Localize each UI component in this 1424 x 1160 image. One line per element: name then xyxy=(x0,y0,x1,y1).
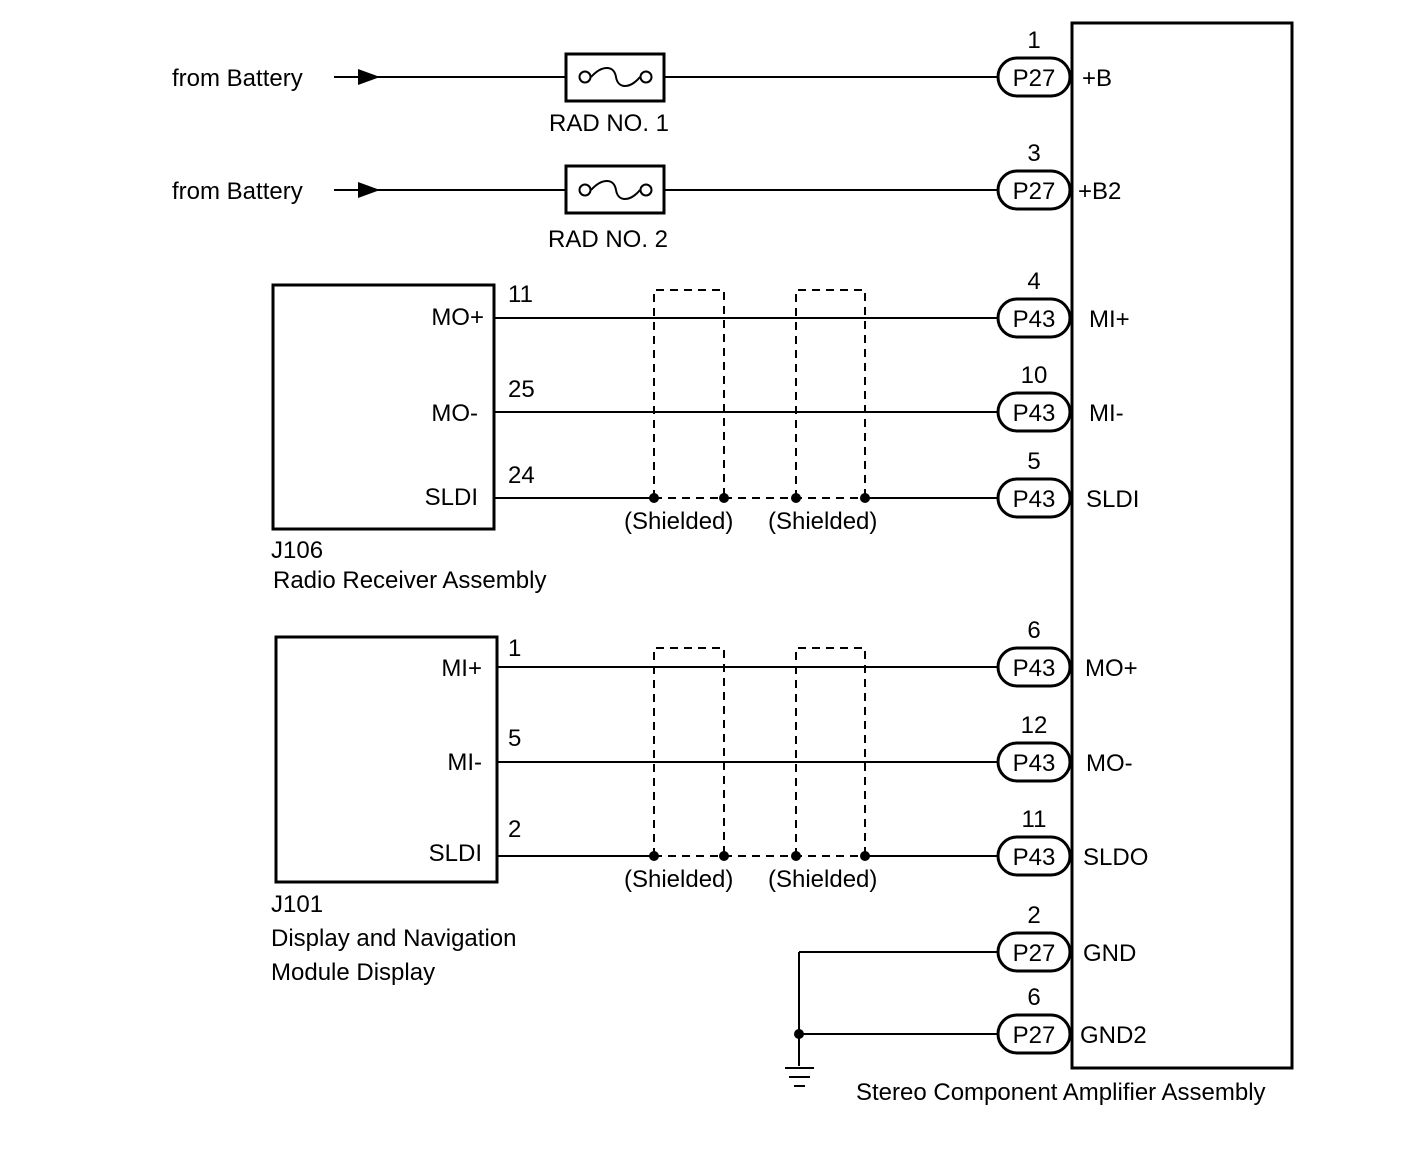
connector-badge xyxy=(996,477,1072,519)
pin-number: 12 xyxy=(1021,712,1048,739)
shield-label: (Shielded) xyxy=(768,508,877,535)
component-id: J106 xyxy=(271,537,323,564)
connector-badge xyxy=(996,741,1072,783)
shield-label: (Shielded) xyxy=(624,866,733,893)
radio-receiver: MO+ MO- SLDI 11 25 24 J106 Radio Receive… xyxy=(271,281,1000,594)
connector-code: P43 xyxy=(1013,750,1056,777)
arrow-icon xyxy=(358,69,380,85)
connector-code: P43 xyxy=(1013,400,1056,427)
pin-number: 6 xyxy=(1027,984,1040,1011)
pin-number: 2 xyxy=(1027,902,1040,929)
connector-code: P43 xyxy=(1013,844,1056,871)
connector-code: P43 xyxy=(1013,486,1056,513)
pin-number: 5 xyxy=(1027,448,1040,475)
pin-number: 4 xyxy=(1027,268,1040,295)
pin-label: SLDO xyxy=(1083,844,1148,871)
pin-label: MI+ xyxy=(441,655,482,682)
display-module: MI+ MI- SLDI 1 5 2 J101 Display and Navi… xyxy=(271,635,1000,986)
pin-number: 6 xyxy=(1027,617,1040,644)
pin-number: 11 xyxy=(1022,806,1047,833)
pin-number: 10 xyxy=(1021,362,1048,389)
pin-label: MI- xyxy=(447,749,482,776)
shield-outline xyxy=(795,289,866,498)
connector-code: P27 xyxy=(1013,178,1056,205)
pin-label: +B xyxy=(1082,65,1112,92)
shield-label: (Shielded) xyxy=(624,508,733,535)
arrow-icon xyxy=(358,182,380,198)
display-module-box xyxy=(274,635,499,884)
shield-outline xyxy=(653,289,725,498)
amplifier-pin: P27 3 +B2 xyxy=(996,140,1121,211)
pin-number: 5 xyxy=(508,725,521,752)
pin-label: GND2 xyxy=(1080,1022,1147,1049)
pin-number: 1 xyxy=(1027,27,1040,54)
component-name: Module Display xyxy=(271,959,435,986)
component-name: Display and Navigation xyxy=(271,925,516,952)
amplifier-name: Stereo Component Amplifier Assembly xyxy=(856,1079,1266,1106)
pin-label: MI- xyxy=(1089,400,1124,427)
connector-code: P27 xyxy=(1013,65,1056,92)
amplifier-pin: P43 6MO+ xyxy=(996,617,1138,688)
pin-number: 24 xyxy=(508,462,535,489)
battery-source-label: from Battery xyxy=(172,178,303,205)
pin-label: MI+ xyxy=(1089,306,1130,333)
component-id: J101 xyxy=(271,891,323,918)
pin-number: 25 xyxy=(508,376,535,403)
pin-number: 2 xyxy=(508,816,521,843)
connector-badge xyxy=(996,391,1072,433)
pin-label: MO- xyxy=(1086,750,1133,777)
pin-number: 3 xyxy=(1027,140,1040,167)
pin-label: SLDI xyxy=(429,840,482,867)
pin-label: GND xyxy=(1083,940,1136,967)
pin-label: MO+ xyxy=(431,304,484,331)
connector-code: P43 xyxy=(1013,306,1056,333)
ground-wiring xyxy=(785,951,1000,1087)
pin-number: 1 xyxy=(508,635,521,662)
component-name: Radio Receiver Assembly xyxy=(273,567,546,594)
connector-badge xyxy=(996,56,1072,98)
amplifier-box xyxy=(1070,21,1294,1070)
shield-outline xyxy=(795,647,866,856)
battery-source-label: from Battery xyxy=(172,65,303,92)
shield-outline xyxy=(653,647,725,856)
connector-code: P27 xyxy=(1013,940,1056,967)
amplifier-pin: P27 1 +B xyxy=(996,27,1112,98)
connector-code: P43 xyxy=(1013,655,1056,682)
connector-badge xyxy=(996,169,1072,211)
battery-row-2: from Battery RAD NO. 2 xyxy=(172,164,998,253)
fuse-label: RAD NO. 2 xyxy=(548,226,668,253)
battery-row-1: from Battery RAD NO. 1 xyxy=(172,52,998,137)
connector-badge xyxy=(996,835,1072,877)
connector-badge xyxy=(996,931,1072,973)
pin-label: +B2 xyxy=(1078,178,1121,205)
pin-label: SLDI xyxy=(1086,486,1139,513)
shield-label: (Shielded) xyxy=(768,866,877,893)
connector-code: P27 xyxy=(1013,1022,1056,1049)
pin-label: MO+ xyxy=(1085,655,1138,682)
connector-badge xyxy=(996,297,1072,339)
amplifier-pin: P43 4MI+ xyxy=(996,268,1130,339)
fuse-label: RAD NO. 1 xyxy=(549,110,669,137)
pin-number: 11 xyxy=(508,281,533,308)
pin-label: SLDI xyxy=(425,484,478,511)
connector-badge xyxy=(996,646,1072,688)
radio-receiver-box xyxy=(271,283,496,531)
ground-icon xyxy=(785,1067,814,1087)
connector-badge xyxy=(996,1013,1072,1055)
pin-label: MO- xyxy=(431,400,478,427)
